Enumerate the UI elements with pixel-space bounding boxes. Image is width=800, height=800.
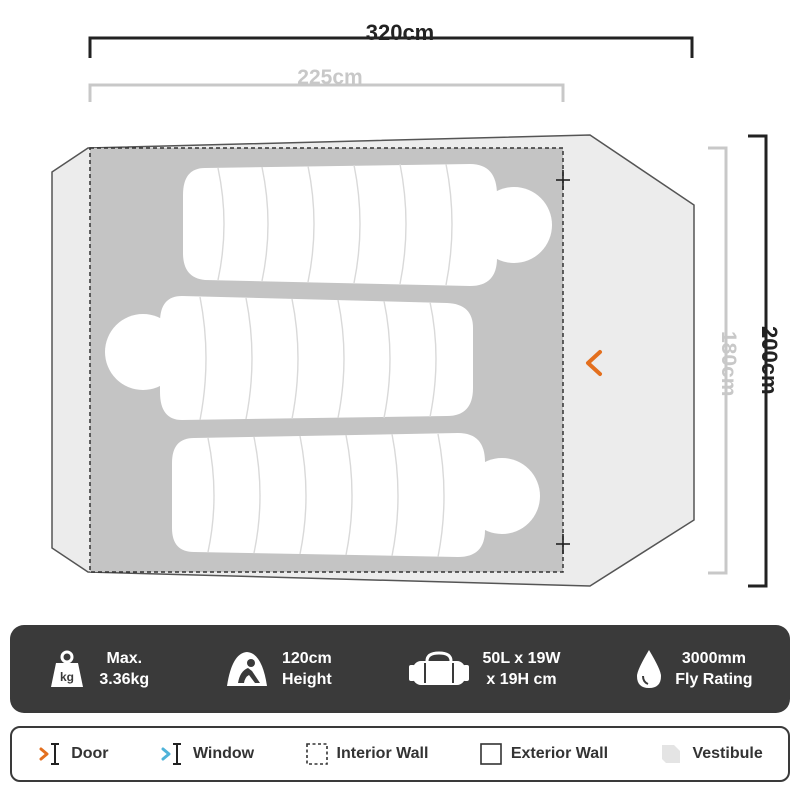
spec-packed-size-line1: 50L x 19W — [482, 650, 561, 667]
door-marker — [586, 350, 602, 376]
exterior-wall-icon — [480, 743, 502, 765]
legend-window-label: Window — [192, 745, 255, 762]
door-icon — [39, 743, 60, 765]
interior-wall-icon — [305, 743, 328, 765]
spec-height-line2: Height — [281, 671, 332, 688]
legend-vestibule-label: Vestibule — [692, 745, 763, 762]
duffel-bag-icon — [408, 651, 469, 685]
outer-depth-label: 200cm — [756, 320, 782, 401]
outer-width-label: 320cm — [357, 20, 443, 46]
sleeping-bag-bottom — [172, 433, 540, 558]
svg-text:kg: kg — [60, 670, 74, 684]
spec-packed-size-line2: x 19H cm — [486, 671, 557, 688]
spec-fly-rating-line2: Fly Rating — [675, 671, 753, 688]
spec-packed-size: 50L x 19W x 19H cm — [407, 648, 561, 690]
sleeping-bag-top — [183, 163, 552, 286]
spec-fly-rating-line1: 3000mm — [681, 650, 746, 667]
spec-weight-line1: Max. — [106, 650, 143, 667]
spec-weight-line2: 3.36kg — [99, 671, 150, 688]
legend-door-label: Door — [71, 745, 109, 762]
legend-vestibule: Vestibule — [658, 741, 763, 767]
inner-depth-dimension-line — [708, 146, 728, 575]
spec-weight: kg Max. 3.36kg — [47, 648, 149, 690]
spec-height: 120cm Height — [224, 648, 332, 690]
outer-width-dimension-line — [88, 36, 694, 58]
outer-depth-dimension-line — [748, 134, 768, 588]
water-drop-icon — [637, 650, 662, 688]
window-icon — [161, 743, 181, 765]
legend-interior-wall: Interior Wall — [305, 742, 429, 766]
tent-height-icon — [226, 652, 267, 686]
inner-depth-label: 180cm — [716, 325, 740, 403]
window-marker-top — [556, 170, 570, 190]
legend-interior-wall-label: Interior Wall — [336, 745, 429, 762]
sleeping-bag-middle — [105, 296, 473, 421]
legend: Door Window Interior Wall Exterior Wall … — [10, 726, 790, 782]
inner-width-dimension-line — [88, 83, 565, 102]
vestibule-icon — [662, 745, 681, 763]
weight-icon: kg — [51, 650, 84, 687]
legend-exterior-wall: Exterior Wall — [479, 742, 608, 766]
legend-exterior-wall-label: Exterior Wall — [510, 745, 609, 762]
legend-window: Window — [159, 741, 254, 767]
spec-panel: kg Max. 3.36kg 120cm Height 50L x 19W x — [10, 625, 790, 713]
window-marker-bottom — [556, 534, 570, 554]
legend-door: Door — [37, 741, 109, 767]
tent-floor-plan — [51, 36, 768, 588]
spec-height-line1: 120cm — [281, 650, 332, 667]
spec-fly-rating: 3000mm Fly Rating — [635, 648, 753, 690]
